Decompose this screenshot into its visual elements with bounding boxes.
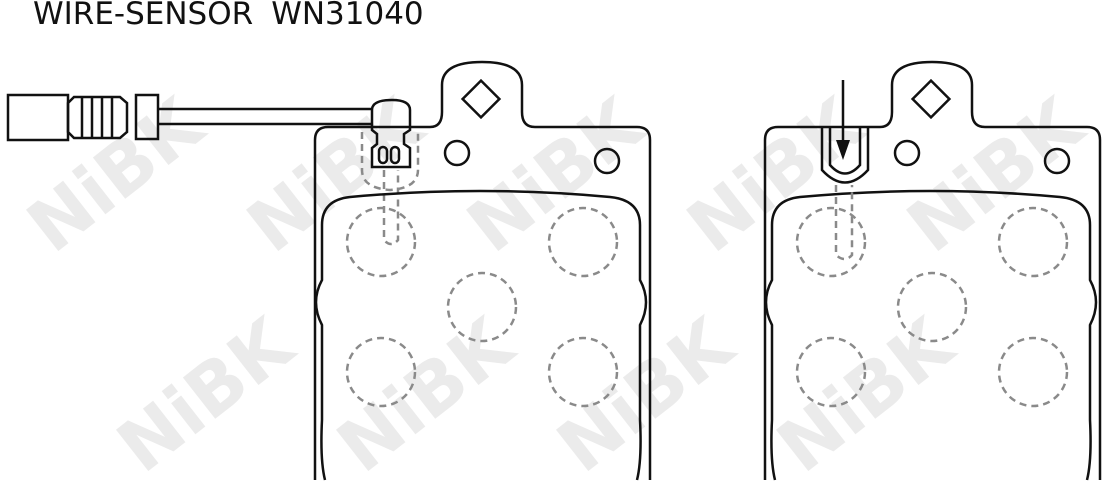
slot-inner — [828, 127, 862, 175]
rivet-circle — [997, 336, 1069, 408]
brake-pad-with-sensor — [313, 60, 652, 481]
rivet-circle — [547, 336, 619, 408]
backing-plate — [763, 60, 1102, 480]
clip-slot — [377, 145, 389, 165]
rivet-circle — [345, 336, 417, 408]
pin-hole — [593, 147, 621, 175]
connector-collar — [134, 93, 160, 141]
connector-ribs — [80, 98, 114, 137]
page-title: WIRE-SENSOR WN31040 — [33, 0, 442, 32]
clip-slot — [389, 145, 401, 165]
watermark-text: NiBK — [542, 301, 750, 488]
friction-material — [764, 189, 1098, 481]
sensor-wire — [158, 107, 372, 126]
sensor-slot — [820, 80, 870, 261]
rivet-circle — [547, 206, 619, 278]
wire-sensor — [6, 93, 420, 246]
backing-plate — [313, 60, 652, 480]
title-label: WIRE-SENSOR — [33, 0, 254, 32]
watermark-text: NiBK — [452, 81, 660, 269]
diamond-hole — [460, 78, 502, 120]
watermark-logo: NiBK — [542, 301, 750, 488]
diamond-hole — [910, 78, 952, 120]
part-number: WN31040 — [271, 0, 424, 32]
rivet-circle — [795, 336, 867, 408]
sensor-clip — [370, 98, 412, 169]
brake-pad-without-sensor — [763, 60, 1102, 481]
arrow-head-icon — [836, 140, 850, 160]
watermark-text: NiBK — [672, 81, 880, 269]
friction-material — [314, 189, 648, 481]
sensor-recess — [360, 132, 420, 192]
watermark-logo: NiBK — [102, 301, 310, 488]
pin-hole — [443, 139, 471, 167]
slot-probe-channel — [834, 185, 854, 261]
watermark-text: NiBK — [322, 301, 530, 488]
rivet-circle — [795, 206, 867, 278]
sensor-probe — [382, 170, 400, 246]
watermark-text: NiBK — [102, 301, 310, 488]
watermark-text: NiBK — [762, 301, 970, 488]
connector-ribbed-section — [66, 95, 129, 140]
pin-hole — [893, 139, 921, 167]
slot-outer — [820, 127, 870, 184]
rivet-circle — [896, 271, 968, 343]
rivet-circle — [997, 206, 1069, 278]
watermark-logo: NiBK — [322, 301, 530, 488]
rivet-circle — [345, 206, 417, 278]
watermark-logo: NiBK — [672, 81, 880, 269]
pin-hole — [1043, 147, 1071, 175]
rivet-circle — [446, 271, 518, 343]
sensor-connector — [6, 93, 70, 142]
watermark-logo: NiBK — [452, 81, 660, 269]
watermark-logo: NiBK — [762, 301, 970, 488]
